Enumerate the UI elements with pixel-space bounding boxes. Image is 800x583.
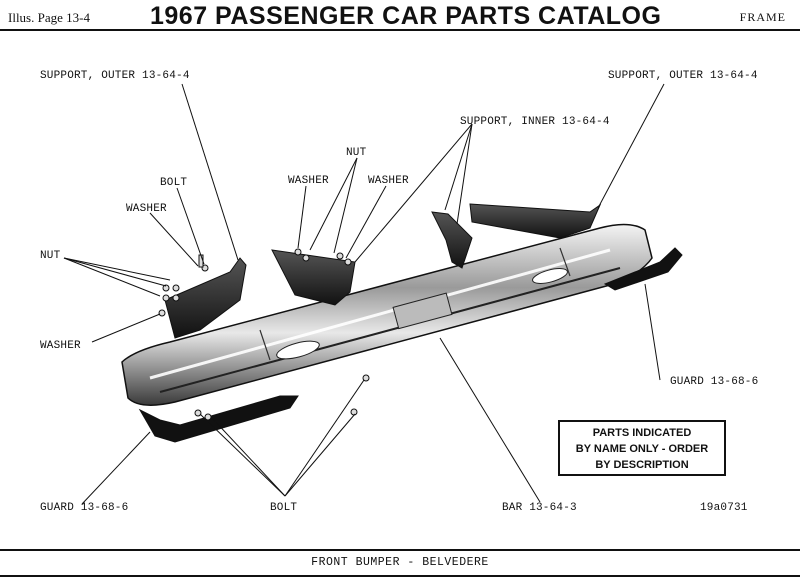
label-washer-center-right: WASHER	[368, 175, 409, 187]
inner-support-right	[431, 211, 473, 269]
label-support-outer-left: SUPPORT, OUTER 13-64-4	[40, 70, 190, 82]
label-support-outer-right: SUPPORT, OUTER 13-64-4	[608, 70, 758, 82]
footer-rule-top	[0, 549, 800, 551]
bumper-bar	[121, 223, 653, 406]
note-line-3: BY DESCRIPTION	[595, 459, 689, 471]
figure-caption: FRONT BUMPER - BELVEDERE	[311, 556, 489, 569]
label-washer-center-left: WASHER	[288, 175, 329, 187]
leader-lines	[63, 83, 665, 505]
outer-support-left	[164, 257, 247, 339]
fasteners	[158, 248, 370, 421]
label-guard-right: GUARD 13-68-6	[670, 376, 759, 388]
outer-support-right	[469, 203, 602, 239]
label-bar: BAR 13-64-3	[502, 502, 577, 514]
catalog-title: 1967 PASSENGER CAR PARTS CATALOG	[150, 2, 662, 30]
header-rule	[0, 29, 800, 31]
section-name: FRAME	[739, 10, 786, 24]
page-reference: Illus. Page 13-4	[8, 10, 90, 25]
label-nut-left: NUT	[40, 250, 61, 262]
label-guard-left: GUARD 13-68-6	[40, 502, 129, 514]
label-bolt-left: BOLT	[160, 177, 188, 189]
label-bolt-bottom: BOLT	[270, 502, 298, 514]
figure-number: 19a0731	[700, 502, 748, 514]
note-line-1: PARTS INDICATED	[592, 427, 692, 439]
note-line-2: BY NAME ONLY - ORDER	[575, 443, 709, 455]
parts-note-box: PARTS INDICATED BY NAME ONLY - ORDER BY …	[558, 420, 726, 476]
label-nut-center: NUT	[346, 147, 367, 159]
guard-right	[603, 247, 683, 291]
footer-rule-bottom	[0, 575, 800, 577]
label-washer-left-upper: WASHER	[126, 203, 167, 215]
label-washer-left-lower: WASHER	[40, 340, 81, 352]
guard-left	[138, 395, 299, 443]
inner-support-center	[271, 249, 356, 306]
label-support-inner: SUPPORT, INNER 13-64-4	[460, 116, 610, 128]
